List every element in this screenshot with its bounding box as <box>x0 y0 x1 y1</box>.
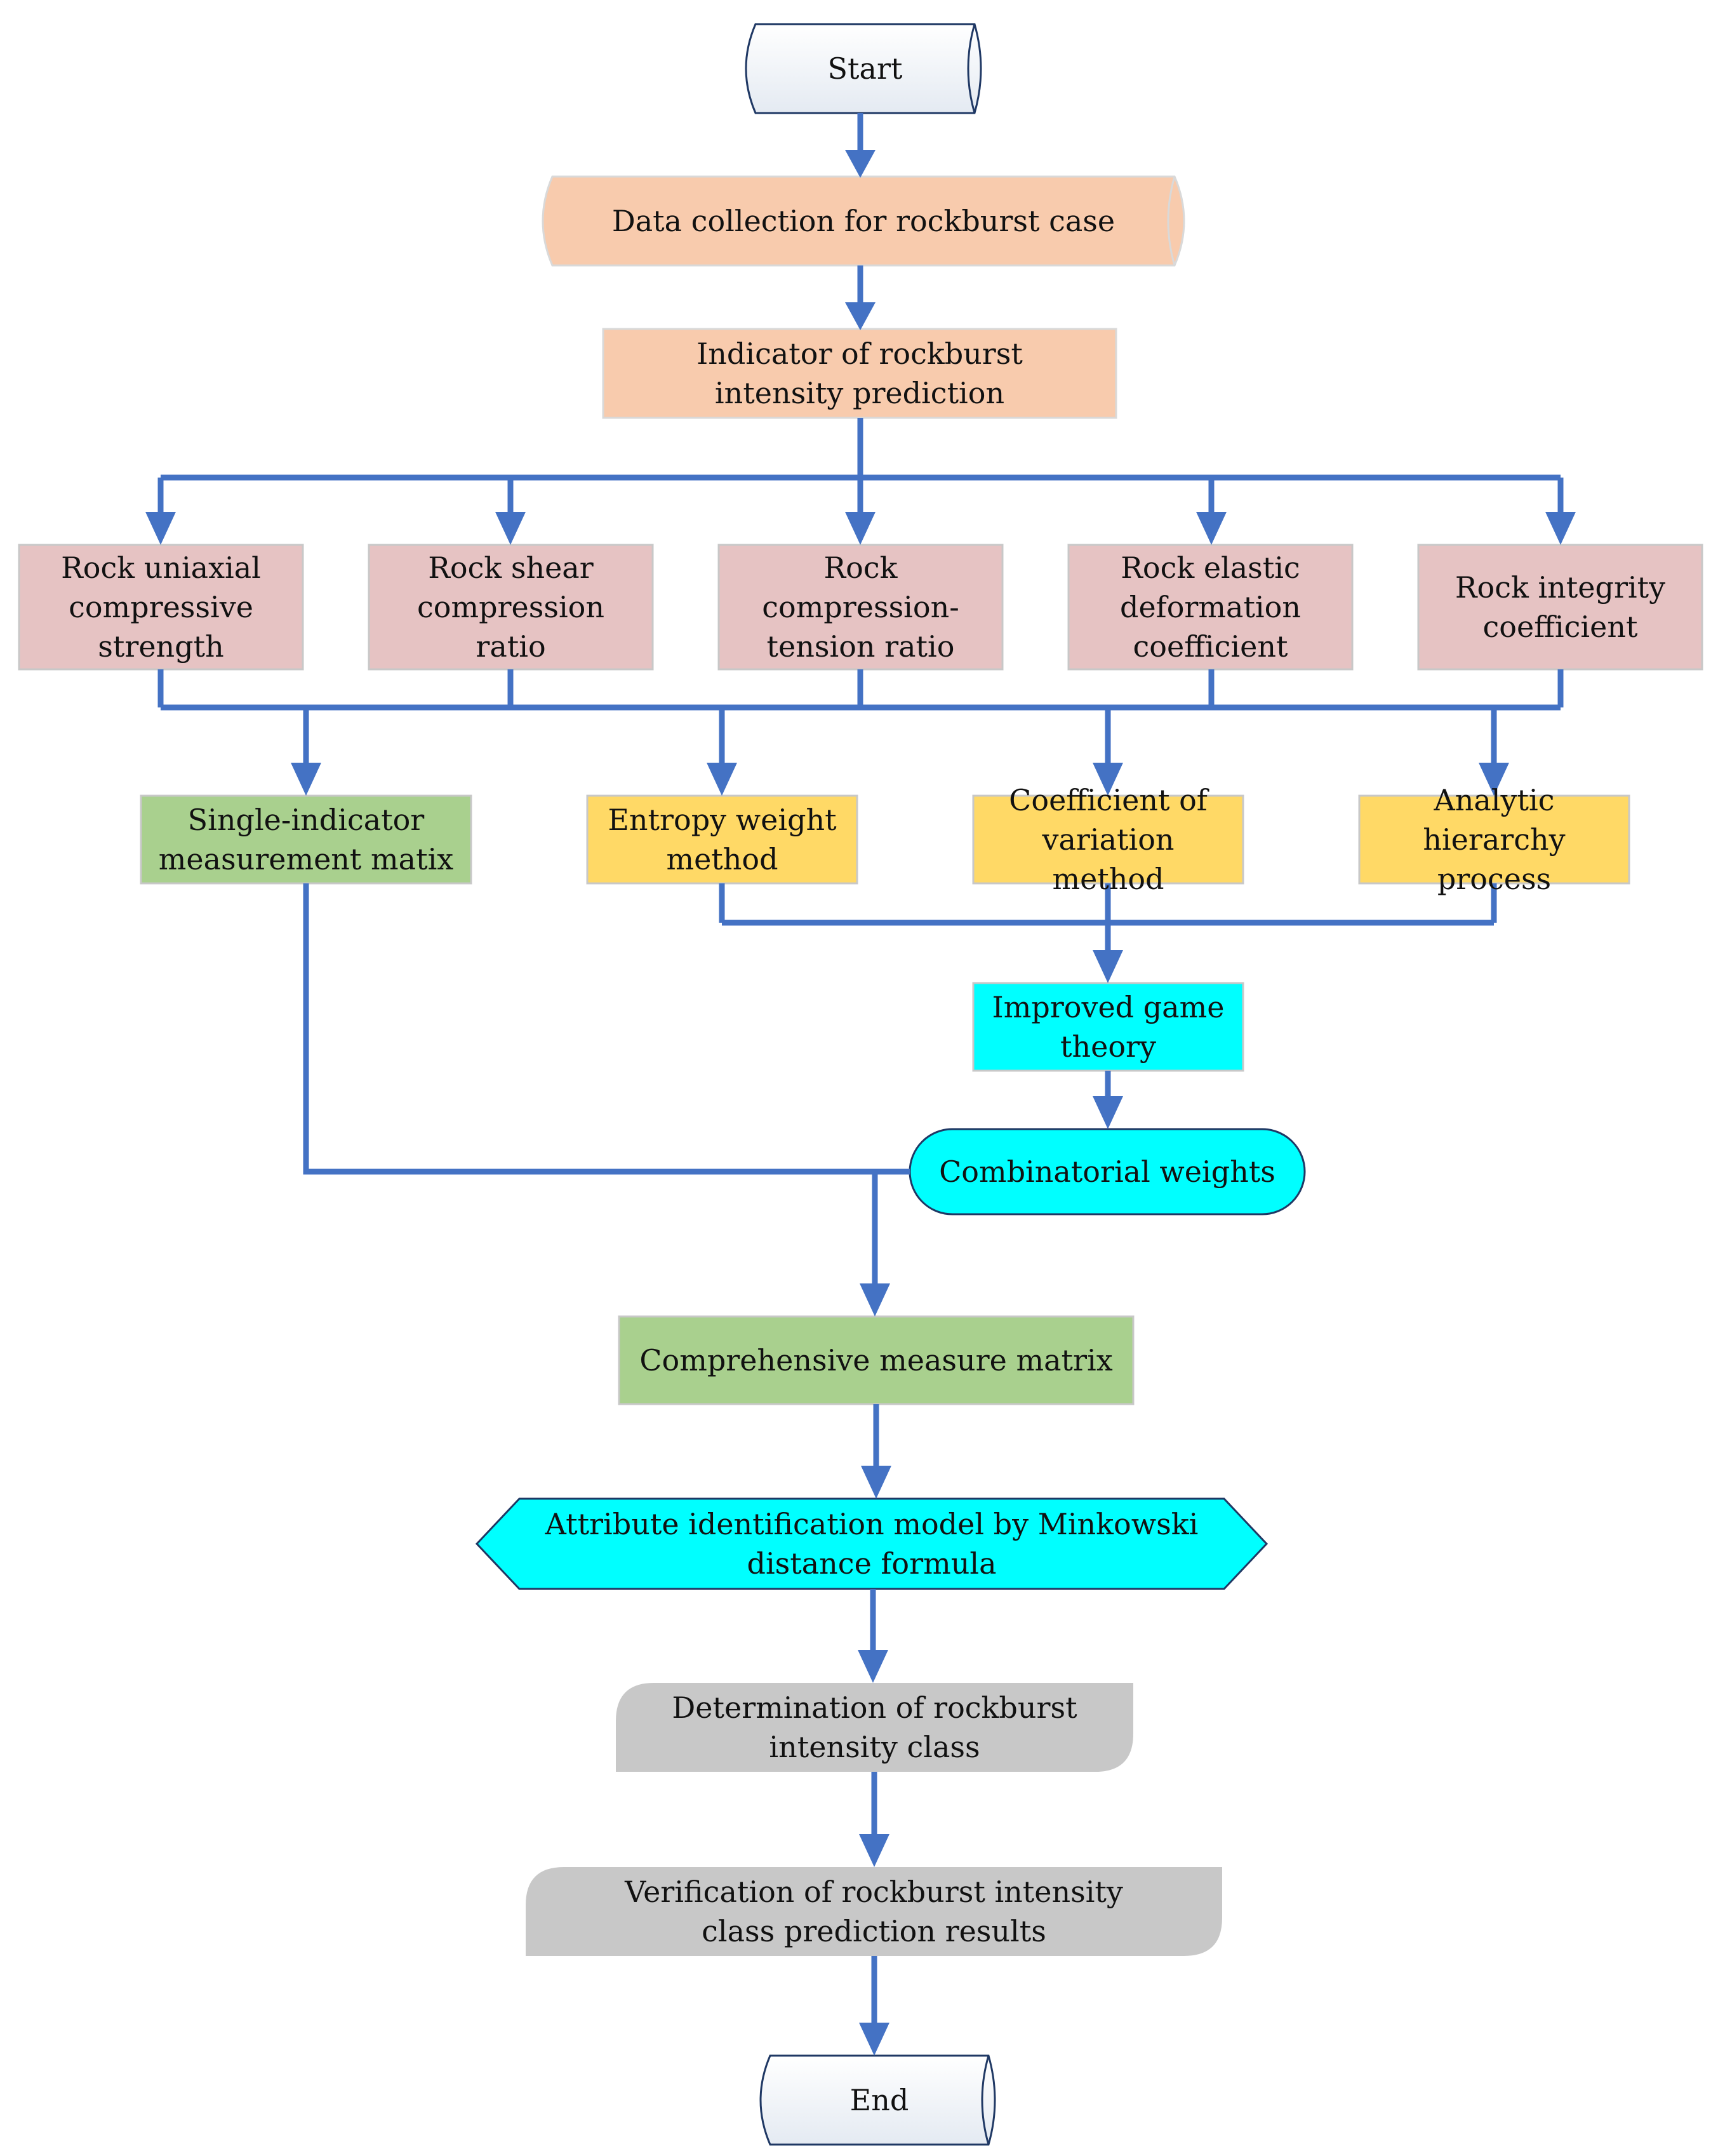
arrowhead <box>495 512 526 545</box>
arrowhead <box>1196 512 1227 545</box>
minkowski-label: Attribute identification model by Minkow… <box>545 1507 1199 1581</box>
end-terminal-shape <box>759 2054 996 2146</box>
minkowski-hexagon <box>475 1497 1269 1590</box>
comprehensive-matrix-box <box>618 1315 1135 1405</box>
determination-label: Determination of rockburst intensity cla… <box>672 1691 1077 1764</box>
combinatorial-weights-label: Combinatorial weights <box>939 1155 1275 1189</box>
arrowhead <box>707 763 737 796</box>
arrowhead <box>1479 763 1509 796</box>
entropy-label: Entropy weight method <box>608 803 837 876</box>
indicator-elastic-label: Rock elastic deformation coefficient <box>1120 551 1301 664</box>
arrowhead <box>861 1466 891 1499</box>
game-theory-label: Improved game theory <box>992 990 1225 1064</box>
indicator-ct-label: Rock compression-tension ratio <box>762 551 959 664</box>
arrowhead <box>845 512 876 545</box>
arrowhead <box>145 512 176 545</box>
connector-indicator-bus <box>157 418 1564 513</box>
cov-box <box>972 794 1244 885</box>
start-terminal-shape <box>745 23 982 114</box>
connector-methods-to-game <box>719 883 1497 951</box>
arrowhead <box>1093 950 1123 983</box>
arrowhead <box>845 150 876 178</box>
data-collection-shape <box>542 175 1185 267</box>
arrowhead <box>859 2023 889 2056</box>
arrowhead <box>860 1283 890 1316</box>
connector-indicators-collector <box>157 669 1564 711</box>
game-theory-box <box>972 982 1244 1072</box>
indicator-integrity-box <box>1417 544 1703 671</box>
arrowhead <box>858 1650 888 1683</box>
arrowhead <box>845 302 876 330</box>
arrowhead <box>859 1834 889 1867</box>
indicator-integrity-label: Rock integrity coefficient <box>1455 570 1666 644</box>
arrowhead <box>1093 1096 1123 1129</box>
determination-shape <box>616 1683 1133 1772</box>
data-collection-label: Data collection for rockburst case <box>611 204 1115 238</box>
entropy-box <box>586 794 858 885</box>
indicator-ucs-box <box>18 544 304 671</box>
connector-collector-to-methods <box>303 707 1497 764</box>
arrowhead <box>291 763 321 796</box>
connector-single-matrix-route <box>303 883 910 1285</box>
verification-shape <box>526 1867 1222 1956</box>
cov-label: Coefficient of variation method <box>1009 783 1208 896</box>
single-matrix-label: Single-indicator measurement matix <box>158 803 454 876</box>
end-label: End <box>849 2083 909 2117</box>
indicator-shear-label: Rock shear compression ratio <box>417 551 604 664</box>
ahp-label: Analytic hierarchy process <box>1423 783 1566 896</box>
start-label: Start <box>827 51 903 86</box>
single-matrix-box <box>140 794 472 885</box>
arrowhead <box>1545 512 1576 545</box>
indicator-ucs-label: Rock uniaxial compressive strength <box>61 551 261 664</box>
arrowhead <box>1093 763 1123 796</box>
verification-label: Verification of rockburst intensity clas… <box>625 1875 1123 1948</box>
indicator-shear-box <box>368 544 654 671</box>
indicator-label: Indicator of rockburst intensity predict… <box>696 337 1023 410</box>
comprehensive-matrix-label: Comprehensive measure matrix <box>639 1343 1113 1377</box>
